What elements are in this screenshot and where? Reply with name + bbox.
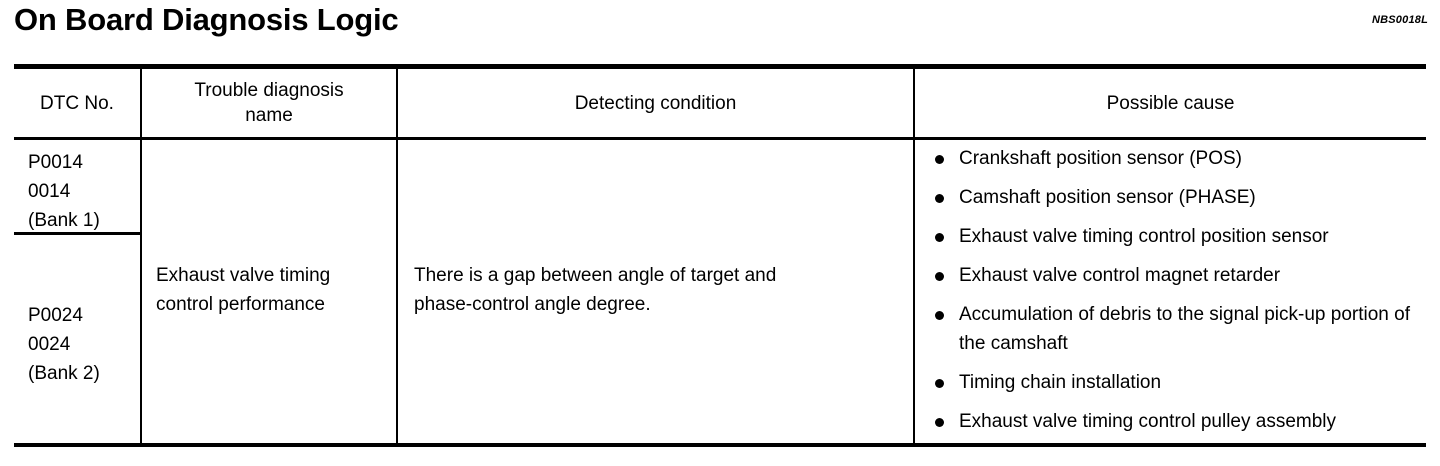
detecting-condition-line2: phase-control angle degree. [414, 294, 651, 315]
dtc-sub-code: 0024 [28, 334, 71, 355]
column-header-possible-cause: Possible cause [915, 69, 1426, 137]
detecting-condition-cell: There is a gap between angle of target a… [414, 261, 904, 319]
column-header-trouble-diagnosis-name-line1: Trouble diagnosis [194, 80, 344, 101]
column-divider-2 [396, 69, 398, 443]
dtc-row-divider [14, 232, 140, 235]
column-header-trouble-diagnosis-name: Trouble diagnosis name [142, 69, 396, 137]
list-item: Crankshaft position sensor (POS) [929, 144, 1426, 173]
possible-cause-list: Crankshaft position sensor (POS) Camshaf… [929, 144, 1426, 446]
dtc-bank: (Bank 1) [28, 210, 100, 231]
table-header-rule [14, 137, 1426, 140]
column-divider-3 [913, 69, 915, 443]
reference-code: NBS0018L [1371, 14, 1428, 26]
list-item-label: Accumulation of debris to the signal pic… [959, 304, 1410, 354]
page-title: On Board Diagnosis Logic [14, 2, 399, 37]
trouble-diagnosis-name-line2: control performance [156, 294, 325, 315]
bullet-icon [935, 194, 944, 203]
list-item-label: Timing chain installation [959, 372, 1162, 393]
list-item: Exhaust valve timing control pulley asse… [929, 407, 1426, 436]
trouble-diagnosis-name-line1: Exhaust valve timing [156, 265, 331, 286]
diagnosis-table: DTC No. Trouble diagnosis name Detecting… [14, 64, 1426, 447]
bullet-icon [935, 418, 944, 427]
trouble-diagnosis-name-cell: Exhaust valve timing control performance [156, 261, 396, 319]
dtc-code: P0014 [28, 152, 83, 173]
bullet-icon [935, 233, 944, 242]
column-header-dtc-no: DTC No. [14, 69, 140, 137]
list-item: Camshaft position sensor (PHASE) [929, 183, 1426, 212]
table-row: P0014 0014 (Bank 1) [28, 148, 140, 235]
list-item-label: Crankshaft position sensor (POS) [959, 148, 1243, 169]
list-item: Exhaust valve control magnet retarder [929, 261, 1426, 290]
bullet-icon [935, 379, 944, 388]
column-header-detecting-condition: Detecting condition [398, 69, 913, 137]
table-bottom-rule [14, 443, 1426, 447]
detecting-condition-line1: There is a gap between angle of target a… [414, 265, 777, 286]
list-item-label: Exhaust valve timing control position se… [959, 226, 1329, 247]
list-item: Exhaust valve timing control position se… [929, 222, 1426, 251]
column-divider-1 [140, 69, 142, 443]
dtc-bank: (Bank 2) [28, 363, 100, 384]
list-item-label: Exhaust valve timing control pulley asse… [959, 411, 1337, 432]
bullet-icon [935, 272, 944, 281]
table-row: P0024 0024 (Bank 2) [28, 301, 140, 388]
dtc-sub-code: 0014 [28, 181, 71, 202]
list-item: Accumulation of debris to the signal pic… [929, 300, 1426, 358]
list-item-label: Exhaust valve control magnet retarder [959, 265, 1281, 286]
bullet-icon [935, 311, 944, 320]
title-bar: On Board Diagnosis Logic NBS0018L [0, 0, 1440, 60]
dtc-code: P0024 [28, 305, 83, 326]
list-item-label: Camshaft position sensor (PHASE) [959, 187, 1256, 208]
column-header-trouble-diagnosis-name-line2: name [245, 105, 293, 126]
column-header-detecting-condition-label: Detecting condition [574, 92, 737, 114]
column-header-dtc-no-label: DTC No. [40, 92, 114, 114]
table-top-rule [14, 64, 1426, 69]
column-header-possible-cause-label: Possible cause [1106, 92, 1235, 114]
bullet-icon [935, 155, 944, 164]
list-item: Timing chain installation [929, 368, 1426, 397]
